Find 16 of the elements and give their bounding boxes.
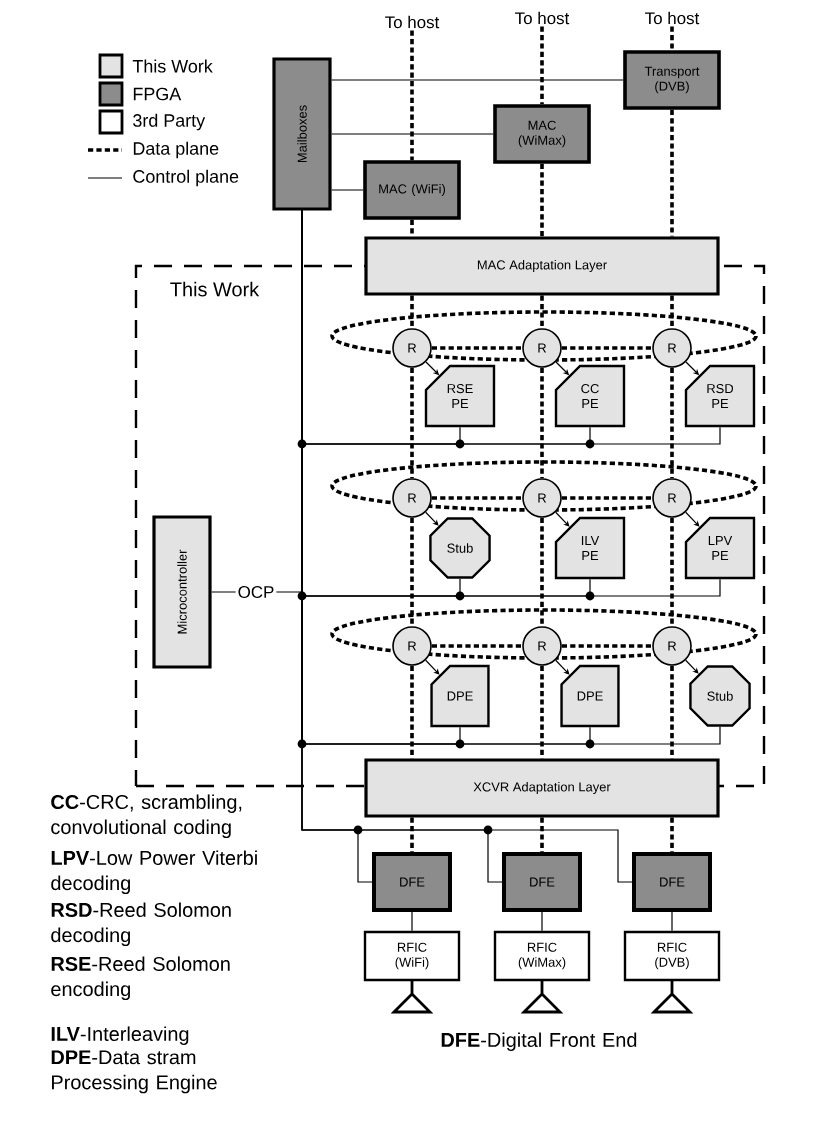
legend-label: This Work <box>132 59 213 73</box>
host-label: To host <box>515 11 570 25</box>
note-text: DPE-Data stram Processing Engine <box>51 1050 217 1094</box>
edge-label: OCP <box>235 584 277 600</box>
host-label: To host <box>385 15 440 29</box>
note-text: DFE-Digital Front End <box>441 1032 637 1051</box>
note-text: LPV-Low Power Viterbi decoding <box>51 850 257 895</box>
legend-label: 3rd Party <box>133 113 206 131</box>
legend-label: Data plane <box>133 141 219 159</box>
legend-label: Control plane <box>133 169 239 187</box>
note-text: CC-CRC, scrambling, convolutional coding <box>51 794 242 839</box>
legend-label: FPGA <box>133 87 182 101</box>
note-text: ILV-Interleaving <box>51 1026 189 1045</box>
note-text: RSD-Reed Solomon decoding <box>51 902 231 947</box>
note-text: RSE-Reed Solomon encoding <box>51 956 230 1001</box>
host-label: To host <box>645 11 700 25</box>
